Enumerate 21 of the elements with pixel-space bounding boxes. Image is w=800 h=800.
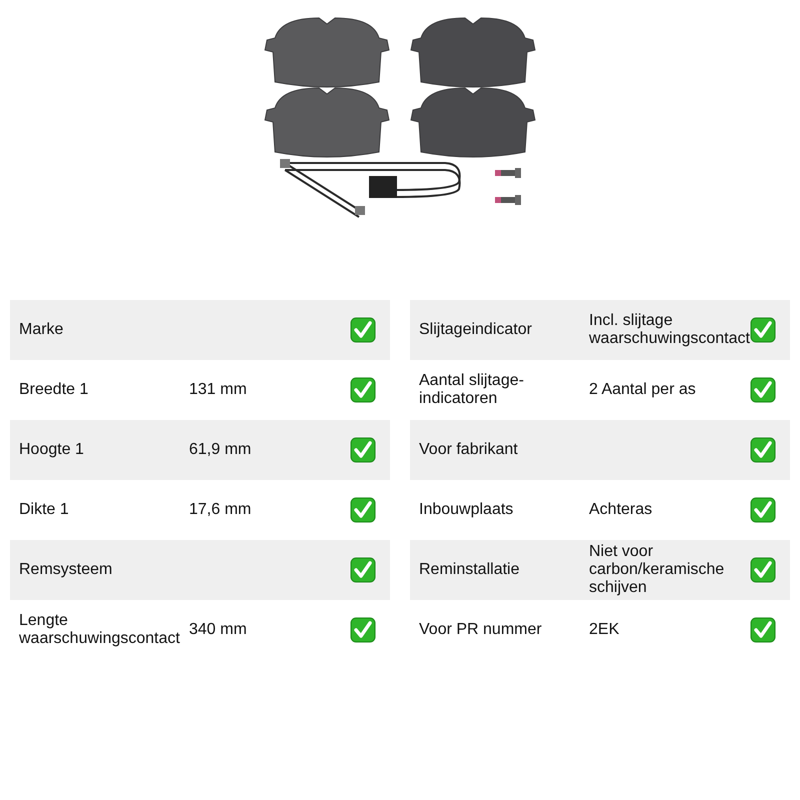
spec-value: 2EK [589,621,620,639]
spec-name: Lengte waarschuwingscontact [19,612,181,648]
spec-value: 17,6 mm [189,501,252,519]
spec-value: 61,9 mm [189,441,252,459]
spec-name: Marke [19,321,64,339]
spec-value: 131 mm [189,381,247,399]
spec-value: Niet voor carbon/keramische schijven [589,543,726,597]
spec-name: Remsysteem [19,561,112,579]
spec-name: Breedte 1 [19,381,88,399]
spec-value: 340 mm [189,621,247,639]
spec-name: Voor PR nummer [419,621,542,639]
spec-name: Dikte 1 [19,501,69,519]
spec-value: Incl. slijtage waarschuwingscontact [589,312,750,348]
spec-name: Slijtageindicator [419,321,532,339]
spec-value: 2 Aantal per as [589,381,696,399]
spec-name: Voor fabrikant [419,441,518,459]
spec-name: Aantal slijtage-indicatoren [419,372,525,408]
spec-value: Achteras [589,501,652,519]
spec-name: Inbouwplaats [419,501,514,519]
spec-name: Reminstallatie [419,561,520,579]
spec-name: Hoogte 1 [19,441,84,459]
